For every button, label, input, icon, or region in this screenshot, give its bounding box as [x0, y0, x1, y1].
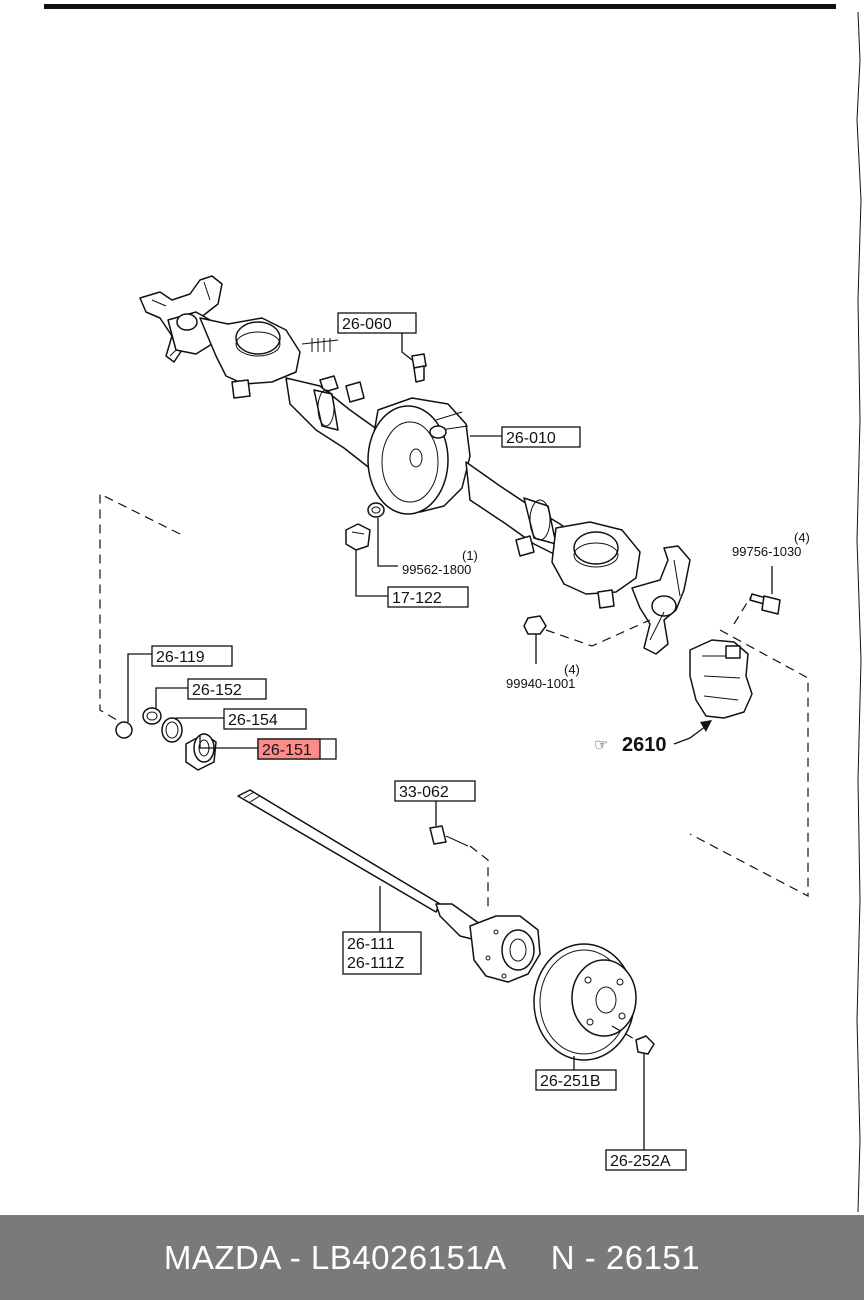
axle-shaft-part [237, 789, 541, 983]
part-footer-bar: MAZDA - LB4026151A N - 26151 [0, 1215, 864, 1300]
label-box-26-154 [223, 708, 307, 730]
gasket-part [367, 502, 385, 518]
breather-plug-part [411, 353, 427, 383]
dashed-link-hubbolt [469, 845, 489, 912]
leader-99562 [377, 518, 398, 567]
label-box-26-251B [535, 1069, 617, 1091]
label-box-26-111 [342, 931, 422, 975]
hub-bolt-part [429, 825, 469, 847]
label-99940-qty: (4) [564, 662, 580, 677]
retainer-part [142, 707, 162, 725]
label-26-152: 26-152 [192, 682, 242, 699]
drum-screw-part [635, 1035, 655, 1055]
footer-diagram-number: N - 26151 [550, 1238, 701, 1276]
label-box-33-062 [394, 780, 476, 802]
dashed-group-left [99, 493, 181, 723]
label-17-122: 17-122 [392, 590, 442, 607]
seal-part [161, 717, 183, 743]
wheel-bearing-part [185, 733, 217, 771]
label-box-26-010 [501, 426, 581, 448]
label-box-26-119 [151, 645, 233, 667]
label-26-119: 26-119 [156, 649, 205, 666]
nut-99940-part [523, 615, 547, 635]
leader-26-060 [401, 332, 413, 361]
label-box-17-122 [387, 586, 469, 608]
label-26-060: 26-060 [342, 316, 392, 333]
top-border [44, 4, 836, 9]
leader-2610 [673, 725, 707, 745]
footer-brand-part-number: MAZDA - LB4026151A [163, 1238, 507, 1276]
leader-17-122 [355, 550, 388, 597]
leader-26-154 [175, 717, 224, 720]
label-box-26-060 [337, 312, 417, 334]
label-99562: 99562-1800 [402, 562, 471, 577]
label-box-26-252A [605, 1149, 687, 1171]
label-26-252A: 26-252A [610, 1153, 671, 1170]
leader-2610-arrowhead [700, 720, 712, 732]
o-ring-part [115, 721, 133, 739]
axle-housing [139, 275, 691, 655]
parts-diagram: 26-060 26-010 (1) 99562-1800 17-122 (4) … [44, 4, 862, 1213]
label-2610: 2610 [622, 734, 667, 756]
label-99562-qty: (1) [462, 548, 478, 563]
brake-drum-part [533, 943, 637, 1061]
dashed-group-right [689, 629, 809, 897]
leader-26-151 [199, 736, 258, 749]
leader-26-152 [155, 687, 188, 708]
label-99756: 99756-1030 [732, 544, 801, 559]
bolt-99756-part [749, 593, 781, 615]
right-edge [856, 11, 862, 1213]
dashed-link-nut [545, 619, 651, 647]
dashed-link-screw [611, 1025, 637, 1041]
label-99940: 99940-1001 [506, 676, 575, 691]
label-26-154: 26-154 [228, 712, 278, 729]
brake-assembly-part [689, 639, 753, 719]
label-26-010: 26-010 [506, 430, 556, 447]
label-26-151: 26-151 [262, 742, 312, 759]
label-26-111: 26-111 [347, 936, 395, 953]
label-highlight-26-151 [257, 738, 321, 760]
label-box-26-152 [187, 678, 267, 700]
ref-arrow-icon: ☞ [594, 737, 608, 754]
label-99756-qty: (4) [794, 530, 810, 545]
label-26-251B: 26-251B [540, 1073, 601, 1090]
label-33-062: 33-062 [399, 784, 449, 801]
dashed-link-bolt [733, 597, 751, 625]
gasket-part-inner [371, 506, 381, 514]
leader-26-119 [127, 653, 152, 722]
drain-plug-part [345, 523, 371, 551]
label-26-111Z: 26-111Z [347, 955, 404, 972]
